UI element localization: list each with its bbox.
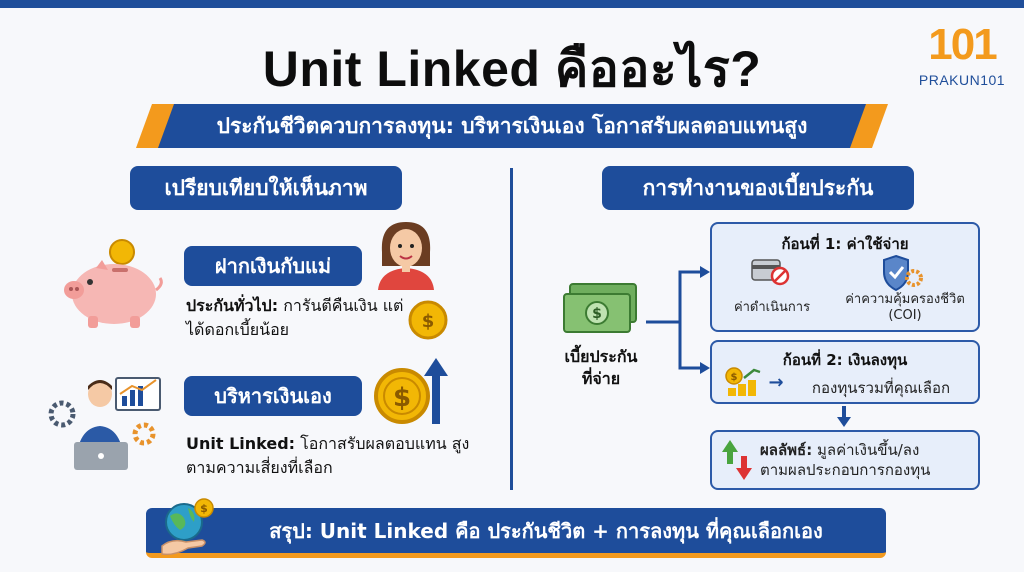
- svg-text:$: $: [393, 383, 411, 413]
- operating-expense-label: ค่าดำเนินการ: [733, 300, 811, 315]
- subtitle-banner: ประกันชีวิตควบการลงทุน: บริหารเงินเอง โอ…: [135, 104, 889, 148]
- general-insurance-term: ประกันทั่วไป:: [186, 296, 279, 315]
- right-section-heading: การทำงานของเบี้ยประกัน: [602, 166, 914, 210]
- brand-logo: 101 PRAKUN101: [912, 20, 1012, 98]
- investment-portion-title: ก้อนที่ 2: เงินลงทุน: [782, 351, 908, 369]
- label-self-managed: บริหารเงินเอง: [184, 376, 362, 416]
- general-insurance-description: ประกันทั่วไป: การันตีคืนเงิน แต่ได้ดอกเบ…: [186, 294, 416, 342]
- money-growth-icon: $: [725, 367, 761, 396]
- life-coverage-cost-label: ค่าความคุ้มครองชีวิต (COI): [832, 292, 978, 324]
- down-arrow-icon: [837, 406, 851, 427]
- general-insurance-detail: การันตีคืนเงิน แต่ได้ดอกเบี้ยน้อย: [186, 296, 404, 339]
- svg-text:$: $: [422, 311, 435, 332]
- cost-portion-title: ก้อนที่ 1: ค่าใช้จ่าย: [781, 235, 909, 253]
- summary-banner: สรุป: Unit Linked คือ ประกันชีวิต + การล…: [146, 508, 886, 558]
- column-divider: [510, 168, 513, 490]
- investor-at-laptop-icon: [48, 377, 161, 470]
- result-term: ผลลัพธ์:: [760, 441, 813, 459]
- top-accent-bar: [0, 0, 1024, 8]
- premium-paid-label: เบี้ยประกัน ที่จ่าย: [546, 346, 656, 390]
- life-coverage-cost-line2: (COI): [888, 308, 922, 323]
- credit-card-blocked-icon: [751, 259, 790, 286]
- result-line2: ตามผลประกอบการกองทุน: [760, 461, 931, 479]
- fund-arrow-icon: →: [768, 372, 784, 393]
- result-line1: ผลลัพธ์: มูลค่าเงินขึ้น/ลง: [760, 440, 980, 460]
- left-section-heading: เปรียบเทียบให้เห็นภาพ: [130, 166, 402, 210]
- svg-text:$: $: [200, 502, 208, 515]
- summary-text: สรุป: Unit Linked คือ ประกันชีวิต + การล…: [269, 519, 823, 543]
- flow-arrows: [646, 266, 710, 374]
- shield-gear-icon: [883, 254, 923, 292]
- up-down-arrows-icon: [722, 440, 752, 480]
- page-title: Unit Linked คืออะไร?: [262, 41, 762, 97]
- logo-brand-name: PRAKUN101: [918, 72, 1006, 88]
- result-description: ผลลัพธ์: มูลค่าเงินขึ้น/ลง ตามผลประกอบกา…: [760, 440, 980, 480]
- result-card: [710, 430, 980, 490]
- globe-hand-icon: $: [161, 498, 214, 556]
- chosen-fund-label: กองทุนรวมที่คุณเลือก: [811, 379, 951, 397]
- growing-coin-arrow-icon: $: [374, 358, 448, 424]
- premium-paid-line1: เบี้ยประกัน: [564, 347, 638, 366]
- svg-text:$: $: [731, 372, 738, 383]
- label-deposit-with-mom: ฝากเงินกับแม่: [184, 246, 362, 286]
- result-detail: มูลค่าเงินขึ้น/ลง: [812, 441, 920, 459]
- mother-avatar-icon: [378, 222, 434, 290]
- unit-linked-description: Unit Linked: โอกาสรับผลตอบแทน สูงตามความ…: [186, 432, 486, 480]
- piggy-bank-icon: [64, 239, 163, 328]
- logo-digits: 101: [928, 20, 997, 69]
- svg-text:$: $: [592, 306, 602, 322]
- unit-linked-detail: โอกาสรับผลตอบแทน สูงตามความเสี่ยงที่เลือ…: [186, 434, 470, 477]
- subtitle-text: ประกันชีวิตควบการลงทุน: บริหารเงินเอง โอ…: [216, 114, 808, 138]
- premium-paid-line2: ที่จ่าย: [581, 369, 621, 388]
- coin-icon: $: [408, 300, 448, 340]
- banknote-stack-icon: $: [563, 283, 637, 333]
- life-coverage-cost-line1: ค่าความคุ้มครองชีวิต: [845, 292, 965, 307]
- unit-linked-term: Unit Linked:: [186, 434, 296, 453]
